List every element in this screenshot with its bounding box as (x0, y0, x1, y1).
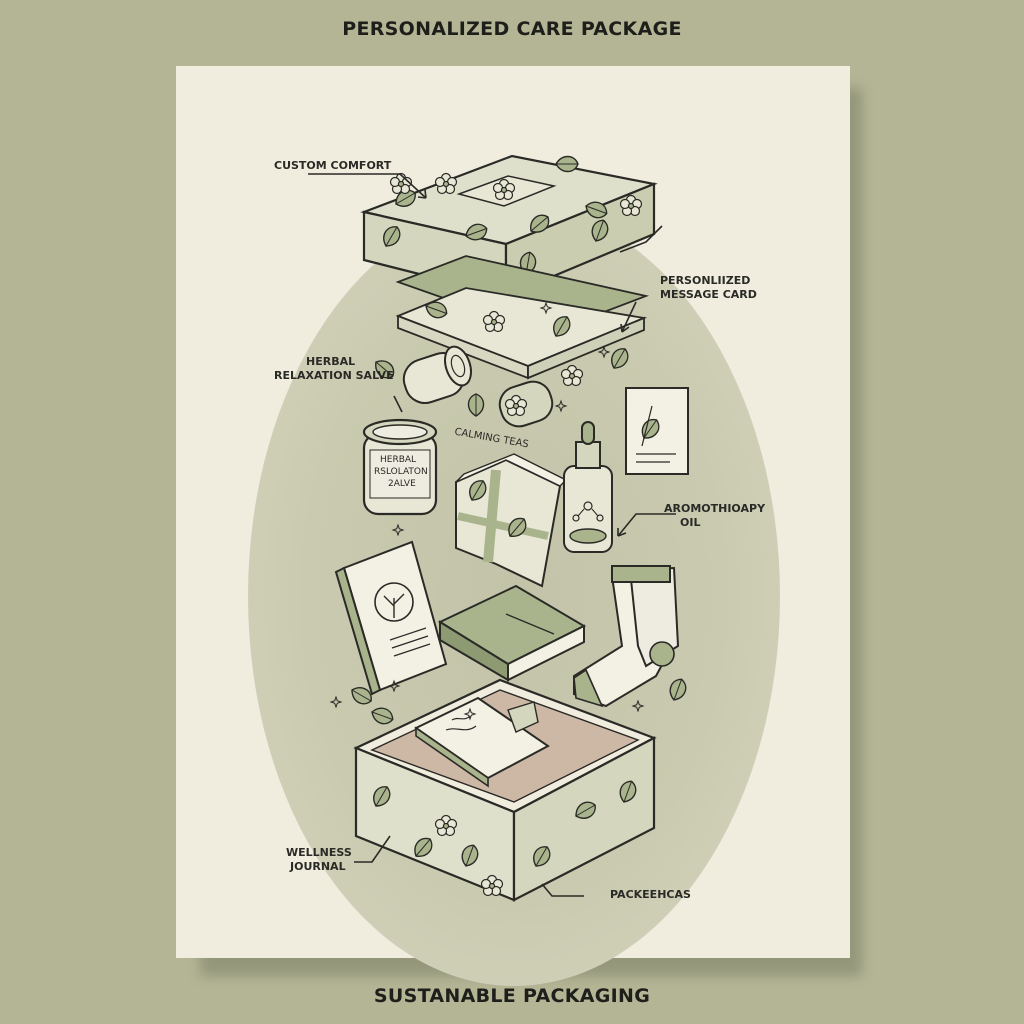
poster-title: PERSONALIZED CARE PACKAGE (342, 18, 682, 40)
label-wellness-line2: JOURNAL (290, 860, 346, 873)
jar-text-line1: HERBAL (380, 455, 417, 465)
packaging-tray (353, 678, 657, 902)
tissue-layers (395, 255, 650, 380)
label-message-card-line2: MESSAGE CARD (660, 288, 757, 301)
label-wellness-line1: WELLNESS (286, 846, 352, 859)
label-aromatherapy-line2: OIL (680, 516, 701, 529)
lying-book (437, 584, 587, 682)
label-packaging: PACKEEHCAS (610, 888, 691, 901)
exploded-care-package-illustration (308, 154, 690, 902)
standing-book (334, 540, 448, 696)
jar-text-line2: RSLOLATON (374, 467, 428, 477)
leader-lines (308, 173, 676, 897)
jar-text-line3: 2ALVE (388, 479, 416, 489)
label-salve-line1: HERBAL (306, 355, 356, 368)
socks (573, 565, 680, 708)
salve-jar (362, 418, 438, 516)
label-custom-comfort: CUSTOM COMFORT (274, 159, 392, 172)
poster-footer-title: SUSTANABLE PACKAGING (373, 985, 651, 1007)
aromatherapy-bottle (563, 421, 613, 553)
salve-rolls (402, 345, 584, 428)
label-aromatherapy-line1: AROMOTHIOAPY (664, 502, 766, 515)
message-card (625, 387, 689, 475)
poster-sheet: CUSTOM COMFORT PERSONLIIZED MESSAGE CARD… (176, 66, 850, 986)
tea-packets (455, 453, 568, 588)
label-message-card-line1: PERSONLIIZED (660, 274, 751, 287)
label-salve-line2: RELAXATION SALVE (274, 369, 394, 382)
